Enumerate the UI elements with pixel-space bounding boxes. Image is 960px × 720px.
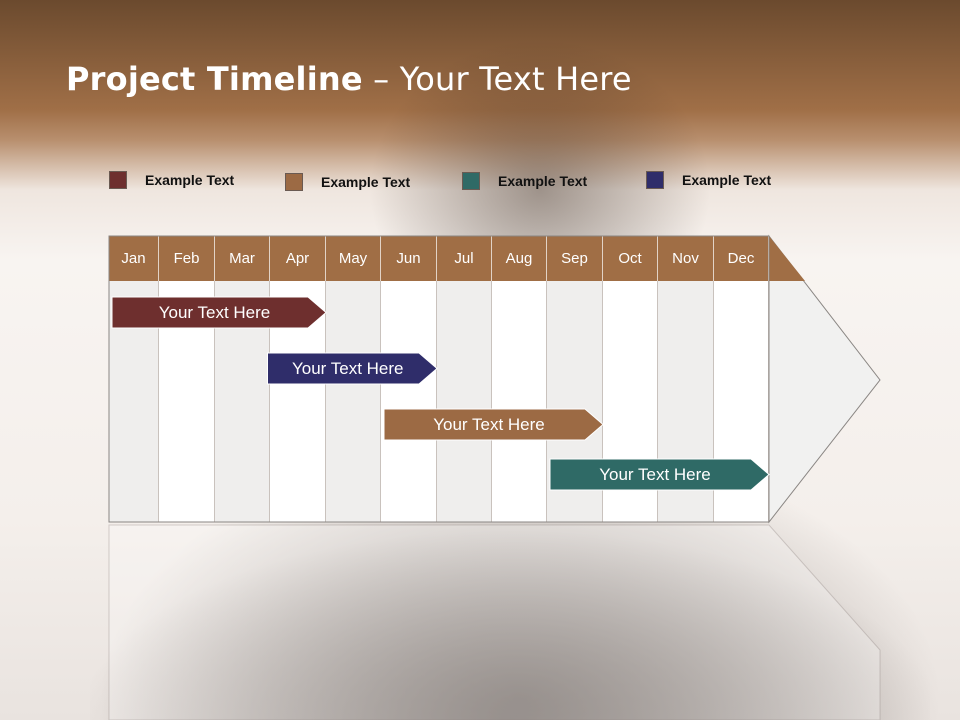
task-bar-label-3: Your Text Here	[433, 414, 545, 434]
task-bar-3	[383, 408, 604, 441]
month-column-aug	[492, 281, 547, 522]
slide-title: Project Timeline – Your Text Here	[66, 60, 632, 98]
legend-label: Example Text	[145, 172, 235, 188]
month-header-sep: Sep	[547, 236, 603, 281]
legend-swatch	[462, 172, 480, 190]
legend-item-4: Example Text	[646, 170, 771, 190]
title-rest: – Your Text Here	[362, 60, 632, 98]
legend-item-2: Example Text	[285, 172, 410, 192]
month-column-may	[326, 281, 381, 522]
month-header-oct: Oct	[603, 236, 658, 281]
month-header-mar: Mar	[215, 236, 270, 281]
legend-item-3: Example Text	[462, 171, 587, 191]
legend-label: Example Text	[321, 174, 411, 190]
month-column-jul	[437, 281, 492, 522]
task-bar-2	[267, 352, 438, 385]
legend-swatch	[285, 173, 303, 191]
timeline-frame	[108, 235, 770, 523]
title-bold: Project Timeline	[66, 60, 363, 98]
month-header-apr: Apr	[270, 236, 326, 281]
month-header-aug: Aug	[492, 236, 547, 281]
legend-label: Example Text	[682, 172, 772, 188]
month-header-jul: Jul	[437, 236, 492, 281]
task-bar-label-2: Your Text Here	[291, 358, 404, 378]
legend-swatch	[109, 171, 127, 189]
month-column-jun	[381, 281, 437, 522]
month-header-nov: Nov	[658, 236, 714, 281]
legend-item-1: Example Text	[109, 170, 234, 190]
task-bar-1	[111, 296, 327, 329]
arrow-head-header	[769, 236, 805, 281]
background-figure	[90, 520, 930, 720]
timeline-reflection	[108, 524, 881, 720]
month-header-jun: Jun	[381, 236, 437, 281]
month-header-feb: Feb	[159, 236, 215, 281]
task-bar-label-4: Your Text Here	[599, 464, 711, 484]
task-bar-label-1: Your Text Here	[158, 302, 271, 322]
month-header-dec: Dec	[714, 236, 769, 281]
task-bar-4	[549, 458, 770, 491]
legend-label: Example Text	[498, 173, 588, 189]
legend-swatch	[646, 171, 664, 189]
month-header-may: May	[326, 236, 381, 281]
month-header-jan: Jan	[109, 236, 159, 281]
